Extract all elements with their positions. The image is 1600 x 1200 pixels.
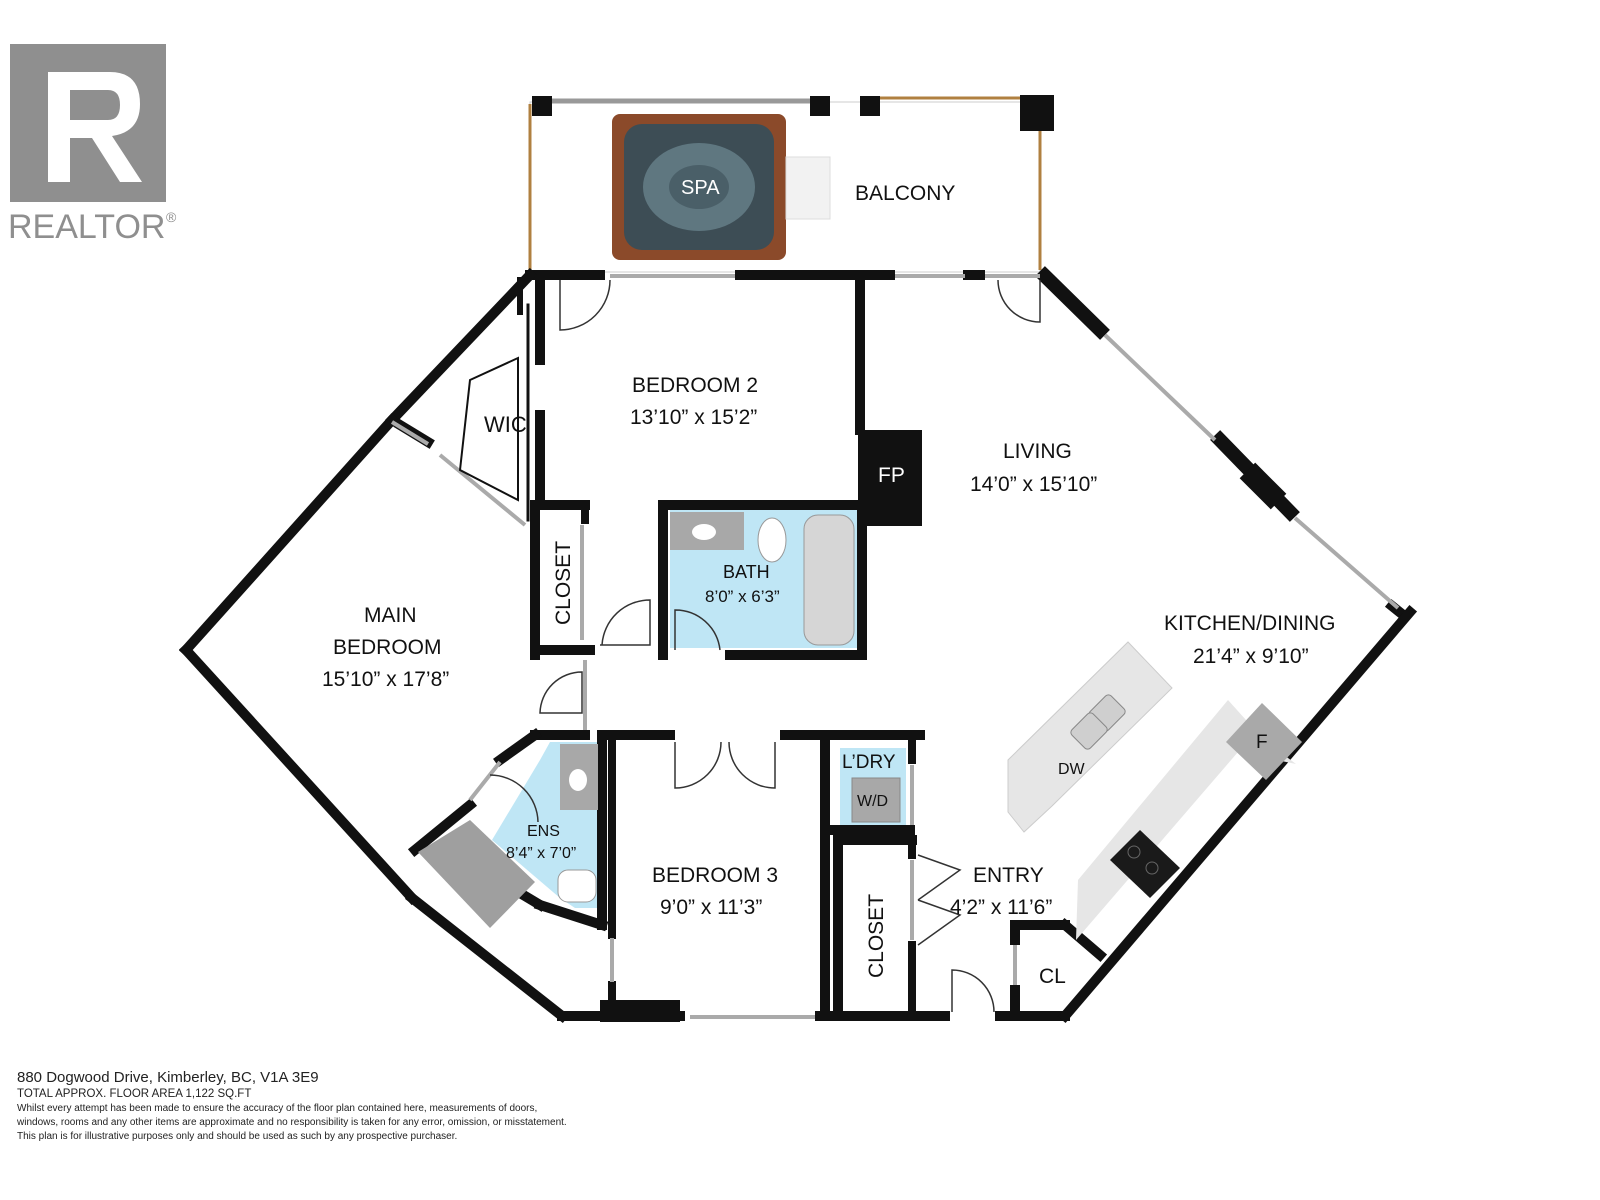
label-dw: DW [1058, 761, 1086, 778]
ensuite-fixtures: ENS 8’4” x 7’0” [418, 744, 598, 928]
realtor-logo-mark: ® [166, 209, 177, 225]
windows [390, 274, 1400, 1019]
wall-block [1239, 462, 1287, 510]
plan-footer: 880 Dogwood Drive, Kimberley, BC, V1A 3E… [17, 1069, 777, 1143]
wic-shelf [458, 356, 519, 502]
room-size-entry: 4’2” x 11’6” [950, 896, 1052, 919]
room-label-wic: WIC [484, 412, 527, 437]
room-label-balcony: BALCONY [855, 182, 955, 205]
footer-disclaimer-3: This plan is for illustrative purposes o… [17, 1131, 458, 1142]
cooktop [1110, 830, 1180, 898]
room-size-ensuite: 8’4” x 7’0” [506, 845, 576, 862]
room-label-kitchen: KITCHEN/DINING [1164, 612, 1336, 635]
realtor-logo-text: REALTOR [8, 208, 165, 246]
balcony-post [810, 96, 830, 116]
ensuite-shower [418, 820, 535, 928]
room-size-bedroom2: 13’10” x 15’2” [630, 406, 757, 429]
realtor-logo-r [48, 72, 142, 182]
footer-disclaimer-1: Whilst every attempt has been made to en… [17, 1103, 538, 1114]
room-label-ensuite: ENS [527, 823, 560, 840]
burner [1127, 845, 1141, 859]
bath-sink [692, 524, 716, 540]
room-label-spa: SPA [681, 177, 720, 199]
footer-disclaimer-2: windows, rooms and any other items are a… [17, 1117, 567, 1128]
room-size-kitchen: 21’4” x 9’10” [1193, 645, 1309, 668]
burner [1145, 861, 1159, 875]
washer-dryer [851, 777, 901, 823]
balcony-post [1020, 95, 1054, 131]
bath-fixtures: BATH 8’0” x 6’3” [670, 512, 855, 646]
fridge [1226, 703, 1302, 780]
bath-tub [803, 514, 855, 646]
ensuite-sink [569, 769, 587, 791]
room-label-main-bedroom-1: MAIN [364, 604, 417, 627]
doors [489, 279, 1041, 1013]
room-label-closet-lower: CLOSET [865, 894, 888, 978]
room-label-closet-upper: CLOSET [552, 541, 575, 625]
kitchen: DW F [1007, 641, 1302, 940]
room-label-bath: BATH [723, 562, 770, 582]
room-size-bath: 8’0” x 6’3” [705, 587, 780, 606]
room-size-living: 14’0” x 15’10” [970, 473, 1097, 496]
footer-address: 880 Dogwood Drive, Kimberley, BC, V1A 3E… [17, 1069, 319, 1086]
room-label-fp: FP [878, 464, 905, 487]
room-label-cl: CL [1039, 965, 1066, 988]
label-fridge: F [1256, 732, 1268, 753]
kitchen-sink [1070, 712, 1108, 750]
spa-step [785, 156, 831, 220]
realtor-logo: REALTOR ® [8, 42, 178, 252]
spa-seat [669, 165, 729, 209]
footer-floor-area: TOTAL APPROX. FLOOR AREA 1,122 SQ.FT [17, 1088, 252, 1100]
balcony-post [860, 96, 880, 116]
room-size-main-bedroom: 15’10” x 17’8” [322, 668, 449, 691]
room-label-living: LIVING [1003, 440, 1072, 463]
room-label-bedroom2: BEDROOM 2 [632, 374, 758, 397]
room-label-laundry: L’DRY [842, 752, 896, 773]
label-wd: W/D [857, 793, 888, 810]
bath-toilet [757, 517, 787, 563]
wall-block [600, 1000, 680, 1022]
ensuite-toilet [557, 869, 597, 903]
fireplace [858, 430, 922, 526]
walls [178, 266, 1418, 1024]
balcony-post [532, 96, 552, 116]
room-size-bedroom3: 9’0” x 11’3” [660, 896, 762, 919]
room-label-bedroom3: BEDROOM 3 [652, 864, 778, 887]
room-label-main-bedroom-2: BEDROOM [333, 636, 442, 659]
room-label-entry: ENTRY [973, 864, 1044, 887]
spa-tub: SPA [612, 114, 831, 260]
